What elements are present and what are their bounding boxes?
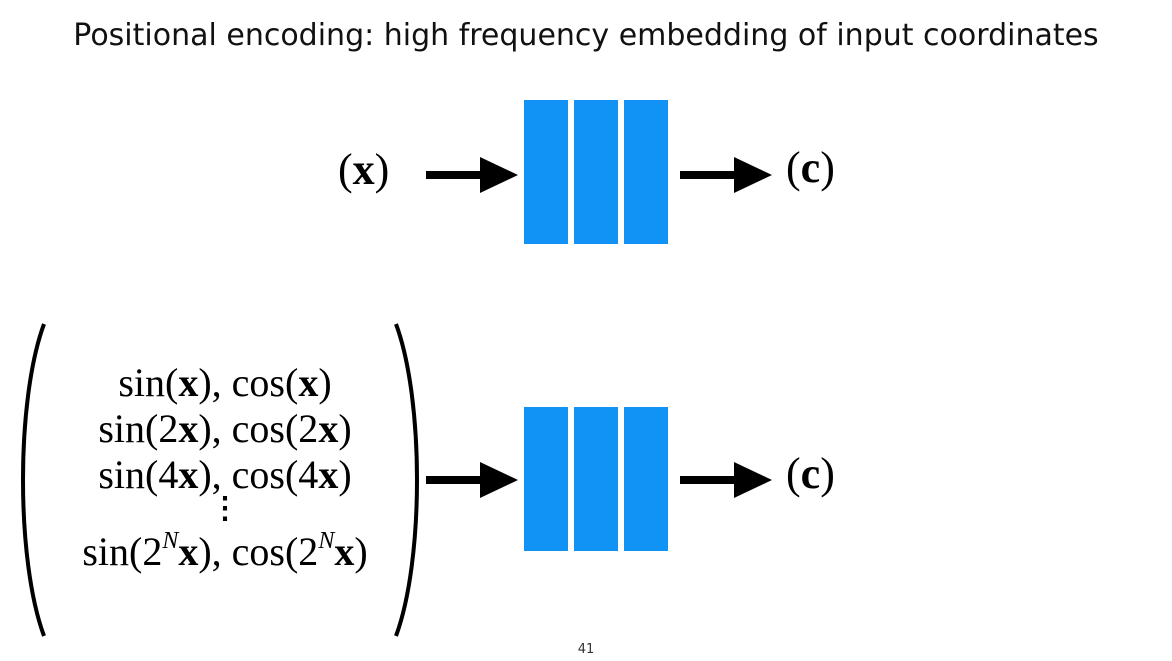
positional-encoding-vector: sin(x), cos(x) sin(2x), cos(2x) sin(4x),… (10, 320, 430, 640)
network-layer (624, 100, 668, 244)
top-output-c-label: (c) (786, 143, 835, 192)
bottom-output-c-label: (c) (786, 449, 835, 498)
vector-rows: sin(x), cos(x) sin(2x), cos(2x) sin(4x),… (40, 360, 410, 575)
right-paren (394, 323, 419, 637)
input-x-label: (x) (338, 145, 390, 194)
slide-number: 41 (577, 642, 595, 657)
bottom-network (524, 407, 668, 551)
top-input-arrow (426, 157, 518, 193)
bottom-input-arrow (426, 462, 518, 498)
slide-title: Positional encoding: high frequency embe… (73, 18, 1099, 53)
top-network (524, 100, 668, 244)
bottom-output-arrow (680, 462, 772, 498)
network-layer (624, 407, 668, 551)
vector-row: sin(x), cos(x) (118, 360, 332, 405)
network-layer (574, 100, 618, 244)
top-output-arrow (680, 157, 772, 193)
network-layer (524, 100, 568, 244)
vector-row: sin(2x), cos(2x) (98, 406, 352, 451)
vector-row: sin(4x), cos(4x) (98, 452, 352, 497)
vertical-ellipsis: ⋮ (210, 492, 240, 525)
vector-row: sin(2Nx), cos(2Nx) (82, 528, 368, 574)
network-layer (574, 407, 618, 551)
left-paren (21, 323, 46, 637)
network-layer (524, 407, 568, 551)
